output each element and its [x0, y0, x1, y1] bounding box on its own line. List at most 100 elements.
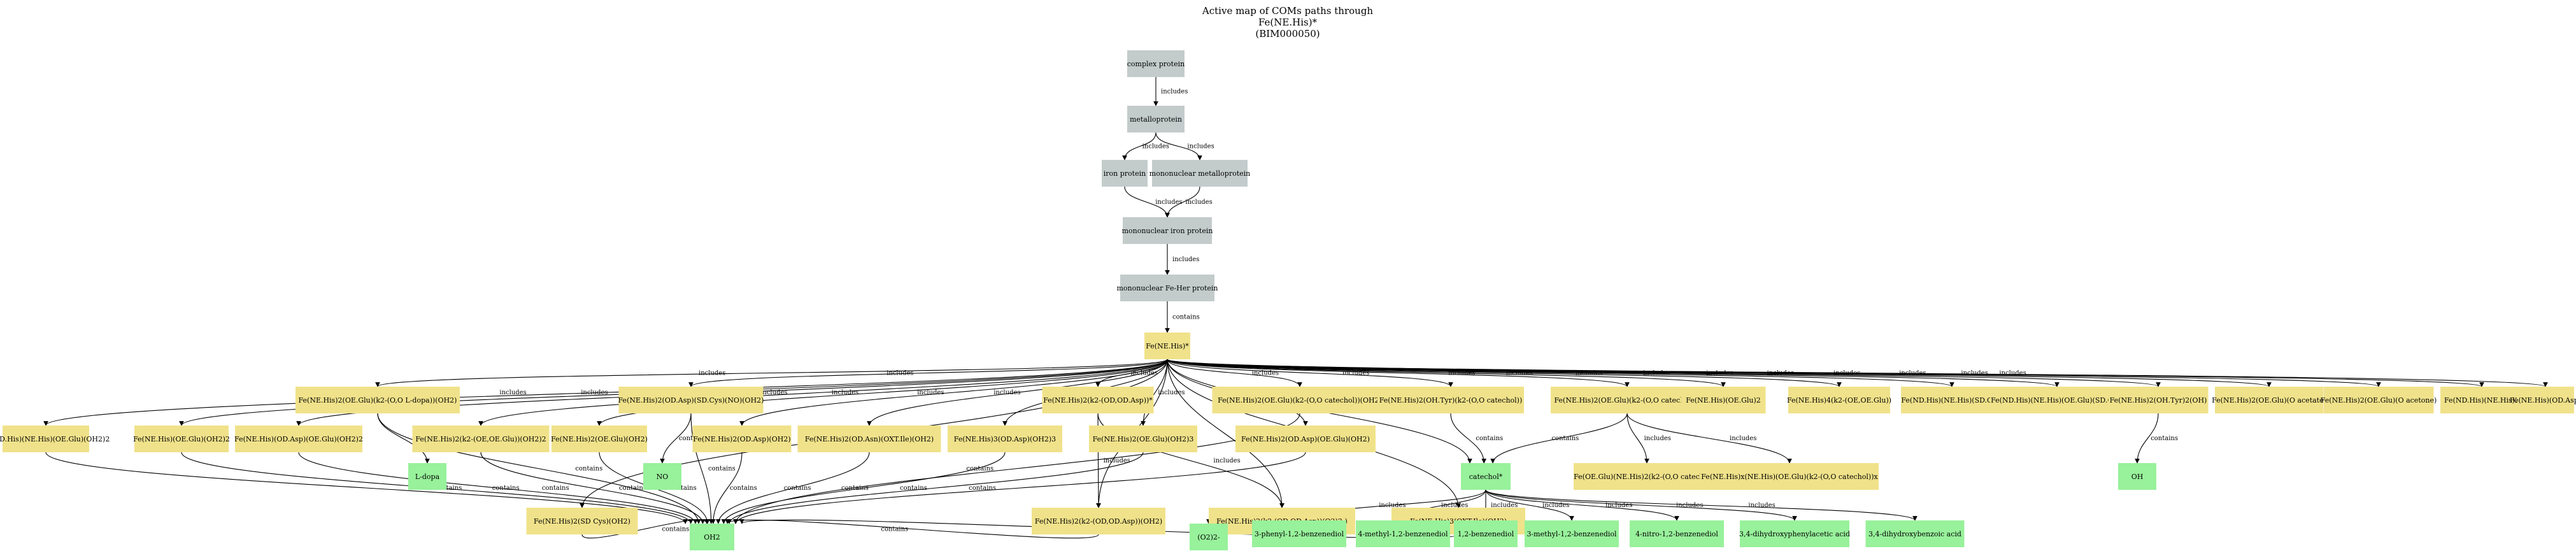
node-c1: 3-phenyl-1,2-benzenediol: [1252, 520, 1346, 547]
edge-label: includes: [1131, 370, 1158, 377]
edge-e9-to-oh2: [711, 452, 743, 524]
node-box: [1740, 520, 1849, 547]
edge-root-to-e15: [1167, 359, 1302, 387]
node-e27: Fe(NE.His)2(OH.Tyr)2(OH): [2108, 387, 2209, 413]
node-box: [3, 426, 89, 452]
node-label: Fe(NE.His)2(OE.Glu)(OH2)3: [1093, 435, 1194, 443]
edge-label: contains: [1172, 314, 1200, 321]
node-box: [1525, 520, 1619, 547]
edge-label: includes: [1767, 370, 1794, 377]
edge-label: includes: [1104, 457, 1130, 464]
node-box: [1574, 463, 1720, 490]
node-label: Fe(NE.His)3(OD.Asp)(OH2)3: [954, 435, 1056, 443]
title-line-3: (BIM000050): [1255, 28, 1320, 39]
node-box: [1089, 426, 1197, 452]
node-label: Fe(NE.His)2(OE.Glu)(k2-(O,O L-dopa))(OH2…: [299, 396, 457, 404]
edge-e10-to-oh2: [716, 452, 870, 524]
edge-label: includes: [1833, 370, 1860, 377]
edge-label: includes: [832, 389, 858, 396]
node-c4: 3-methyl-1,2-benzenediol: [1525, 520, 1619, 547]
node-iron-protein: iron protein: [1102, 160, 1148, 187]
node-label: 3-phenyl-1,2-benzenediol: [1255, 530, 1344, 538]
node-e16: Fe(NE.His)2(OD.Asp)(OE.Glu)(OH2): [1235, 426, 1376, 452]
edge-root-to-e23: [1167, 359, 1726, 387]
node-label: iron protein: [1104, 169, 1146, 178]
edge-e20-to-catechol: [1490, 413, 1628, 464]
edge-label: includes: [1252, 370, 1279, 377]
node-label: OH: [2131, 473, 2144, 481]
edge-label: contains: [1476, 435, 1503, 442]
node-e5: Fe(NE.His)2(k2-(OE,OE.Glu))(OH2)2: [412, 426, 550, 452]
edge-e6-to-oh2: [581, 519, 709, 539]
edge-label: contains: [679, 435, 706, 442]
node-c7: 3,4-dihydroxybenzoic acid: [1865, 520, 1965, 547]
node-label: NO: [657, 473, 669, 481]
node-box: [2108, 387, 2209, 413]
edge-label: includes: [1706, 370, 1733, 377]
diagram-title: Active map of COMs paths through Fe(NE.H…: [1202, 5, 1374, 39]
node-box: [1461, 463, 1511, 490]
edge-root-to-e20: [1167, 359, 1630, 387]
node-box: [643, 463, 681, 490]
node-label: Fe(NE.His)2(OE.Glu)(k2-(O,O catechol))(O…: [1218, 396, 1382, 404]
title-line-2: Fe(NE.His)*: [1258, 17, 1318, 28]
node-label: Fe(NE.His)2(k2-(OE,OE.Glu))(OH2)2: [415, 435, 546, 443]
edge-label: includes: [1342, 370, 1369, 377]
node-label: Fe(NE.His)2(OH.Tyr)(k2-(O,O catechol)): [1379, 396, 1523, 404]
node-e20: Fe(NE.His)2(OE.Glu)(k2-(O,O catechol))*: [1551, 387, 1704, 413]
node-label: Fe(NE.His)(OE.Glu)2: [1686, 396, 1761, 404]
node-box: [412, 426, 550, 452]
node-label: Fe(NE.His)2(k2-(OD,OD.Asp))*: [1043, 396, 1153, 404]
edge-label: includes: [1576, 370, 1602, 377]
node-label: complex protein: [1127, 60, 1185, 68]
edge-label: includes: [1158, 389, 1185, 396]
edge-label: contains: [1551, 435, 1579, 442]
node-label: 3-methyl-1,2-benzenediol: [1526, 530, 1617, 538]
node-label: Fe(NE.His)(OE.Glu)(OH2)2: [133, 435, 230, 443]
node-ldopa: L-dopa: [408, 463, 446, 490]
node-root: Fe(NE.His)*: [1144, 333, 1190, 359]
node-e31: Fe(NE.His)(OD.Asp): [2510, 387, 2576, 413]
node-box: [1788, 387, 1890, 413]
node-oh: OH: [2118, 463, 2156, 490]
node-label: Fe(NE.His)2(OD.Asp)(OE.Glu)(OH2): [1241, 435, 1370, 443]
node-label: 3,4-dihydroxyphenylacetic acid: [1739, 530, 1850, 538]
node-e2: Fe(NE.His)(OE.Glu)(OH2)2: [133, 426, 230, 452]
edge-root-to-e24: [1167, 359, 1842, 387]
edge-label: contains: [662, 526, 690, 533]
edge-e8-to-no: [660, 413, 692, 464]
node-box: [1042, 387, 1154, 413]
node-box: [526, 508, 638, 534]
edge-label: includes: [1161, 89, 1188, 96]
edge-mono-metallo-to-mono-iron: [1165, 186, 1200, 218]
edge-label: includes: [1213, 457, 1240, 464]
edge-e8-to-oh2: [690, 413, 714, 524]
node-label: Fe(NE.His)2(OE.Glu)(O acetone): [2321, 396, 2437, 404]
edge-label: contains: [708, 466, 736, 473]
edge-catechol-to-c7: [1485, 489, 1918, 521]
title-line-1: Active map of COMs paths through: [1202, 5, 1374, 17]
edge-root-to-e5: [478, 359, 1168, 426]
edge-label: includes: [1187, 143, 1214, 150]
edge-root-to-e25: [1167, 359, 1954, 387]
node-mono-metallo: mononuclear metalloprotein: [1149, 160, 1250, 187]
node-label: Fe(NE.His)2(OD.Asn)(OXT.Ile)(OH2): [805, 435, 934, 443]
edge-label: includes: [1748, 502, 1775, 509]
edge-label: includes: [1172, 256, 1199, 263]
edge-root-to-e4: [375, 359, 1168, 387]
node-e23: Fe(NE.His)(OE.Glu)2: [1681, 387, 1766, 413]
edge-e27-to-oh: [2135, 413, 2159, 464]
node-label: Fe(NE.His)2(OE.Glu)(O acetate): [2212, 396, 2326, 404]
node-label: Fe(OE.Glu)(NE.His)2(k2-(O,O catechol))x: [1574, 473, 1721, 481]
node-box: [408, 463, 446, 490]
node-e25: Fe(ND.His)(NE.His)(SD.Cys): [1901, 387, 2003, 413]
node-box: [1235, 426, 1376, 452]
edge-label: includes: [1644, 435, 1671, 442]
node-o22: (O2)2-: [1190, 524, 1228, 550]
node-e19: Fe(NE.His)2(OH.Tyr)(k2-(O,O catechol)): [1377, 387, 1524, 413]
edge-e16-to-oh2: [733, 452, 1306, 524]
node-label: Fe(ND.His)(NE.His)2: [2444, 396, 2519, 404]
node-box: [1630, 520, 1724, 547]
node-mono-iron: mononuclear iron protein: [1122, 217, 1213, 244]
